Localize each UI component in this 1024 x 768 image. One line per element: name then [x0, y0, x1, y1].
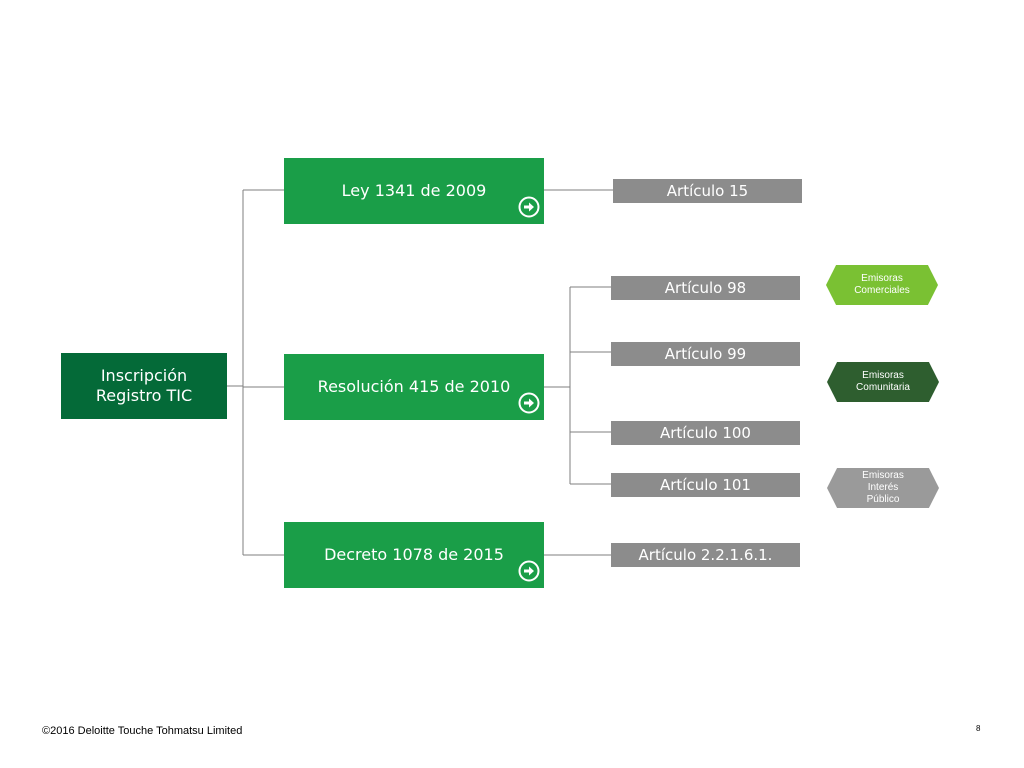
article-node-100: Artículo 100 [611, 421, 800, 445]
article-node-101: Artículo 101 [611, 473, 800, 497]
arrow-right-circle-icon[interactable] [518, 392, 540, 414]
article-label: Artículo 100 [660, 424, 751, 442]
category-line: Comunitaria [856, 382, 910, 393]
law-label: Decreto 1078 de 2015 [324, 545, 504, 564]
law-label: Ley 1341 de 2009 [341, 181, 487, 200]
article-label: Artículo 101 [660, 476, 751, 494]
category-line: Emisoras [862, 370, 904, 381]
arrow-right-circle-icon[interactable] [518, 196, 540, 218]
category-emisoras-interes-publico: Emisoras Interés Público [827, 468, 939, 508]
article-label: Artículo 15 [666, 182, 749, 200]
category-emisoras-comunitaria: Emisoras Comunitaria [827, 362, 939, 402]
law-node-decreto-1078[interactable]: Decreto 1078 de 2015 [284, 522, 544, 588]
article-node-15: Artículo 15 [613, 179, 802, 203]
article-node-2-2-1-6-1: Artículo 2.2.1.6.1. [611, 543, 800, 567]
root-node-inscripcion: Inscripción Registro TIC [61, 353, 227, 419]
article-node-98: Artículo 98 [611, 276, 800, 300]
arrow-right-circle-icon[interactable] [518, 560, 540, 582]
category-line: Interés [867, 482, 899, 493]
law-node-ley-1341[interactable]: Ley 1341 de 2009 [284, 158, 544, 224]
article-label: Artículo 99 [664, 345, 747, 363]
page-number: 8 [976, 724, 981, 733]
article-node-99: Artículo 99 [611, 342, 800, 366]
category-line: Comerciales [854, 285, 910, 296]
law-label: Resolución 415 de 2010 [317, 377, 511, 396]
category-line: Emisoras [861, 273, 903, 284]
law-node-resolucion-415[interactable]: Resolución 415 de 2010 [284, 354, 544, 420]
root-line-2: Registro TIC [95, 386, 193, 405]
footer-copyright: ©2016 Deloitte Touche Tohmatsu Limited [42, 725, 243, 737]
category-line: Público [866, 494, 900, 505]
category-emisoras-comerciales: Emisoras Comerciales [826, 265, 938, 305]
article-label: Artículo 2.2.1.6.1. [638, 546, 773, 564]
root-line-1: Inscripción [100, 366, 188, 385]
article-label: Artículo 98 [664, 279, 747, 297]
category-line: Emisoras [862, 470, 904, 481]
